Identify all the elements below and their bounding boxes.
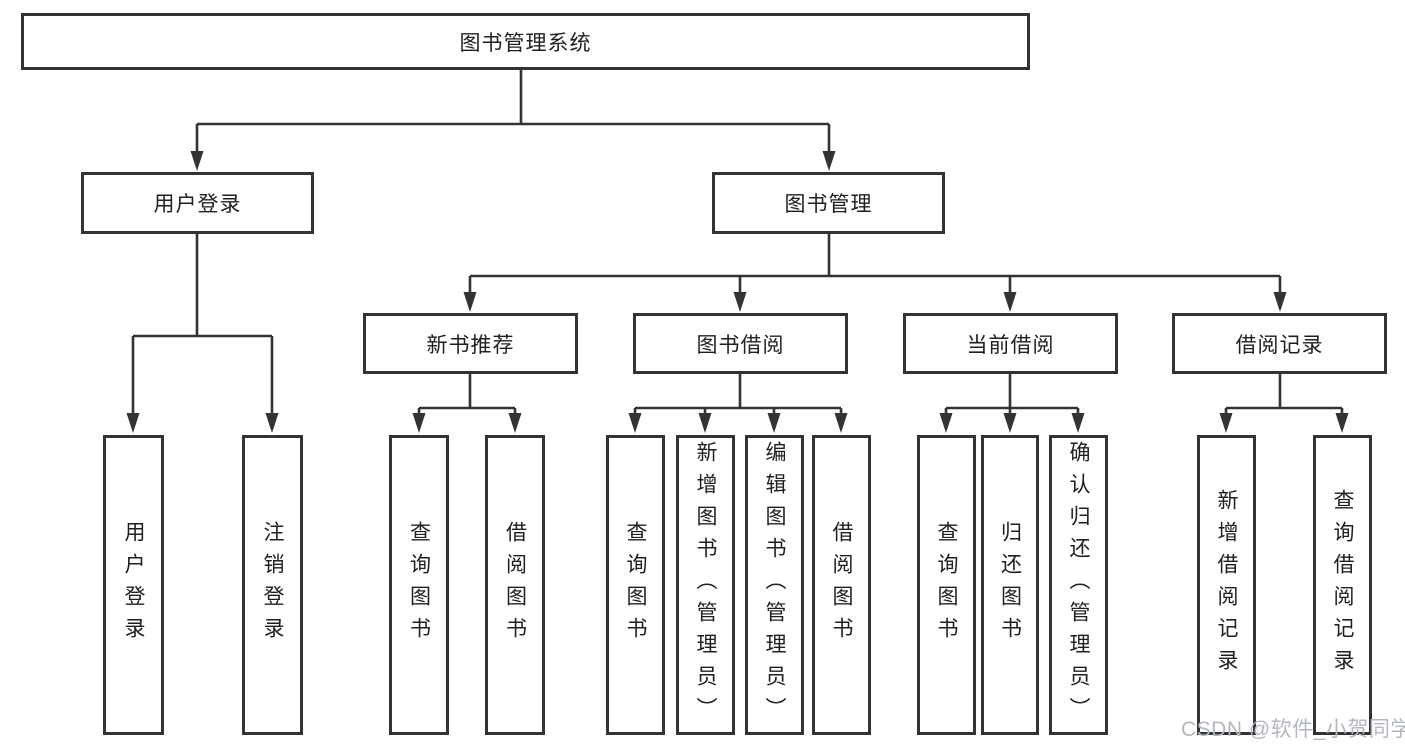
arrow-head [822,151,836,171]
leaf-borrow-books-recommend: 借阅图书 [485,435,545,735]
leaf-confirm-return-admin: 确认归还（管理员） [1049,435,1108,735]
leaf-query-books-recommend: 查询图书 [389,435,449,735]
leaf-return-books: 归还图书 [981,435,1039,735]
arrow-head [698,413,712,433]
connector-current-borrow-children [939,374,1085,433]
arrow-head [1071,413,1085,433]
connector-new-book-children [412,374,522,433]
arrow-head [939,413,953,433]
arrow-head [733,292,747,312]
arrow-head [508,413,522,433]
node-book-borrow: 图书借阅 [633,313,848,374]
connector-book-management-to-l3 [463,234,1287,312]
arrow-head [265,413,279,433]
leaf-add-borrow-record: 新增借阅记录 [1197,435,1256,735]
arrow-head [834,413,848,433]
arrow-head [1335,413,1349,433]
leaf-query-books-borrow: 查询图书 [606,435,665,735]
connector-book-borrow-children [628,374,848,433]
arrow-head [1003,292,1017,312]
arrow-head [126,413,140,433]
leaf-logout: 注销登录 [242,435,303,735]
arrow-head [463,292,477,312]
arrow-head [1003,413,1017,433]
leaf-edit-book-admin: 编辑图书（管理员） [745,435,804,735]
connector-user-login-children [126,234,279,433]
arrow-head [412,413,426,433]
leaf-borrow-books-borrow: 借阅图书 [812,435,871,735]
arrow-head [628,413,642,433]
node-borrow-records: 借阅记录 [1172,313,1387,374]
watermark: CSDN @软件_小贺同学 [1181,718,1405,741]
node-current-borrow: 当前借阅 [903,313,1118,374]
connector-borrow-records-children [1219,374,1349,433]
leaf-query-borrow-record: 查询借阅记录 [1313,435,1372,735]
leaf-add-book-admin: 新增图书（管理员） [676,435,735,735]
arrow-head [190,151,204,171]
arrow-head [1219,413,1233,433]
arrow-head [767,413,781,433]
node-library-management-system: 图书管理系统 [21,13,1030,70]
node-book-management: 图书管理 [712,172,945,234]
node-user-login: 用户登录 [81,172,314,234]
connector-root-to-l2 [190,70,836,171]
arrow-head [1273,292,1287,312]
leaf-query-books-current: 查询图书 [917,435,976,735]
leaf-user-login: 用户登录 [103,435,164,735]
node-new-book-recommend: 新书推荐 [363,313,578,374]
